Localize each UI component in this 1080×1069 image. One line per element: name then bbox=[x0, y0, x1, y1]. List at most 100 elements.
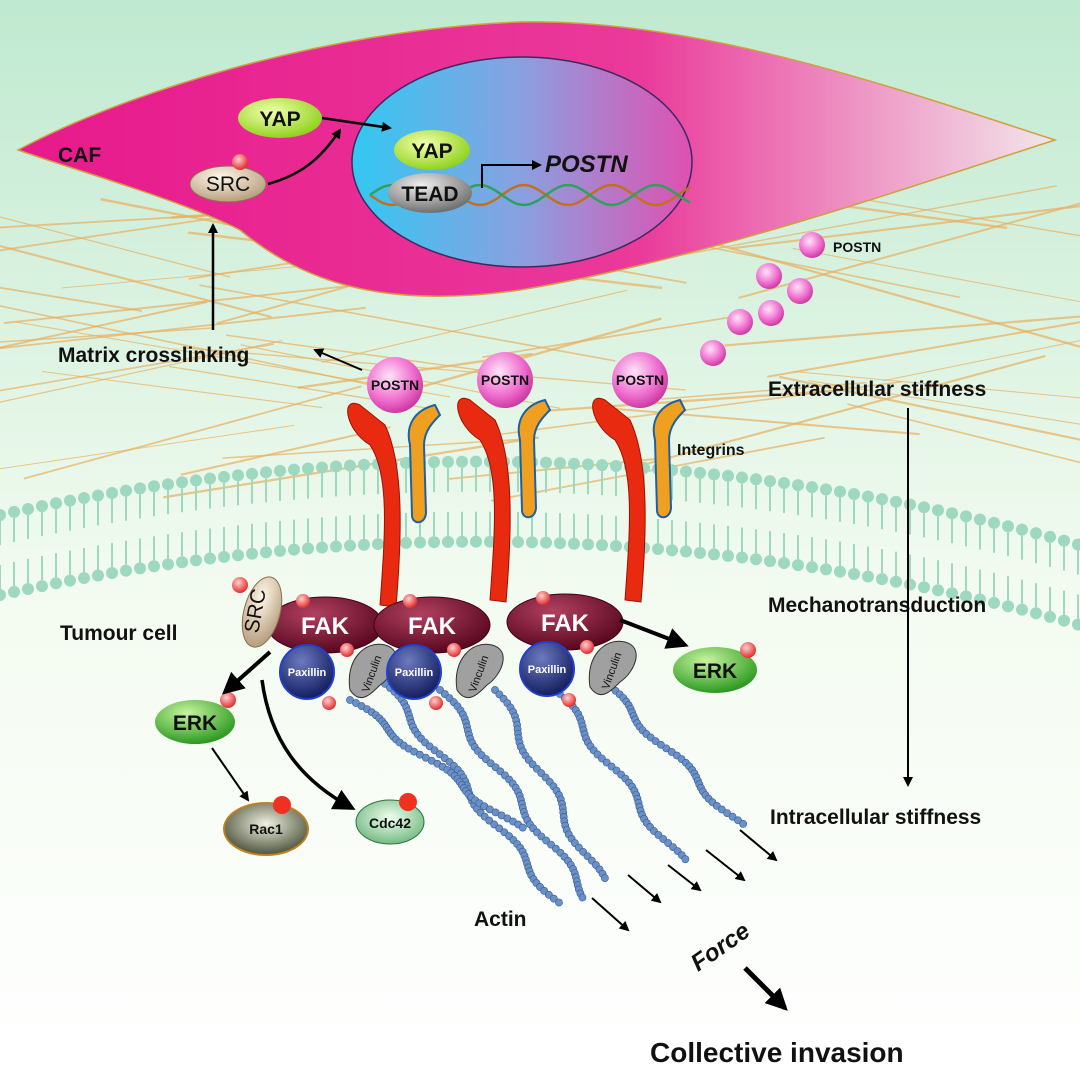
lipid-head bbox=[974, 593, 986, 606]
lipid-head bbox=[36, 500, 48, 513]
lipid-head bbox=[974, 513, 986, 526]
lipid-head bbox=[428, 456, 440, 469]
lipid-head bbox=[1044, 610, 1056, 623]
transcription-arrow bbox=[481, 160, 542, 188]
matrix-fiber bbox=[0, 244, 272, 319]
actin-label: Actin bbox=[474, 908, 527, 931]
phospho-icon bbox=[536, 591, 550, 605]
tumour-cell-label: Tumour cell bbox=[60, 622, 177, 645]
lipid-head bbox=[1002, 600, 1014, 613]
lipid-head bbox=[736, 551, 748, 564]
lipid-head bbox=[302, 462, 314, 475]
lipid-head bbox=[176, 476, 188, 489]
lipid-head bbox=[778, 557, 790, 570]
lipid-head bbox=[554, 537, 566, 550]
lipid-head bbox=[218, 470, 230, 483]
lipid-head bbox=[932, 504, 944, 517]
matrix-fiber bbox=[321, 289, 628, 363]
matrix-fiber bbox=[644, 354, 1046, 466]
lipid-head bbox=[330, 540, 342, 553]
lipid-head bbox=[806, 481, 818, 494]
lipid-head bbox=[596, 539, 608, 552]
lipid-head bbox=[722, 549, 734, 562]
lipid-head bbox=[274, 544, 286, 557]
lipid-head bbox=[988, 516, 1000, 529]
actin-bead bbox=[578, 893, 587, 902]
lipid-head bbox=[64, 494, 76, 507]
matrix-fiber bbox=[536, 388, 844, 413]
fak-label: FAK bbox=[408, 613, 457, 640]
matrix-fiber bbox=[225, 334, 488, 372]
matrix-fiber bbox=[0, 339, 283, 403]
phospho-icon bbox=[296, 594, 310, 608]
lipid-head bbox=[92, 569, 104, 582]
lipid-head bbox=[820, 483, 832, 496]
lipid-head bbox=[470, 455, 482, 468]
lipid-head bbox=[1058, 614, 1070, 627]
lipid-head bbox=[246, 547, 258, 560]
paxillin bbox=[519, 641, 575, 697]
yap-cytoplasm-label: YAP bbox=[259, 108, 300, 131]
postn-ligand-label: POSTN bbox=[481, 372, 529, 388]
lipid-head bbox=[190, 474, 202, 487]
lipid-head bbox=[596, 459, 608, 472]
matrix-fiber bbox=[180, 426, 391, 476]
matrix-fiber bbox=[661, 381, 867, 400]
src-to-yap-arrow bbox=[267, 128, 342, 186]
matrix-fiber bbox=[0, 286, 142, 312]
integrin-beta bbox=[407, 403, 442, 524]
lipid-head bbox=[120, 484, 132, 497]
lipid-head bbox=[36, 580, 48, 593]
src-caf-label: SRC bbox=[206, 173, 250, 196]
lipid-head bbox=[582, 538, 594, 551]
lipid-head bbox=[1002, 520, 1014, 533]
postn-ligand bbox=[477, 352, 533, 408]
actin-bead bbox=[651, 737, 660, 746]
lipid-head bbox=[232, 549, 244, 562]
lipid-head bbox=[666, 544, 678, 557]
lipid-head bbox=[414, 536, 426, 549]
lipid-head bbox=[134, 562, 146, 575]
postn-ligand bbox=[612, 352, 668, 408]
erk-left-label: ERK bbox=[173, 712, 217, 735]
matrix-fiber bbox=[808, 380, 1080, 425]
vinculin bbox=[588, 640, 637, 696]
lipid-head bbox=[120, 564, 132, 577]
lipid-head bbox=[988, 596, 1000, 609]
matrix-fiber bbox=[0, 327, 213, 343]
lipid-head bbox=[162, 558, 174, 571]
lipid-head bbox=[960, 590, 972, 603]
lipid-head bbox=[1030, 527, 1042, 540]
lipid-head bbox=[750, 473, 762, 486]
integrins-label: Integrins bbox=[677, 442, 745, 459]
lipid-head bbox=[708, 548, 720, 561]
lipid-head bbox=[64, 574, 76, 587]
actin-bead bbox=[600, 874, 609, 883]
fak-label: FAK bbox=[541, 610, 590, 637]
lipid-head bbox=[946, 507, 958, 520]
lipid-head bbox=[876, 493, 888, 506]
lipid-head bbox=[946, 587, 958, 600]
lipid-head bbox=[456, 455, 468, 468]
erk-left bbox=[155, 700, 235, 744]
phospho-icon bbox=[740, 642, 756, 658]
cdc42 bbox=[355, 799, 425, 845]
lipid-head bbox=[442, 535, 454, 548]
lipid-head bbox=[862, 490, 874, 503]
actin-bead bbox=[430, 746, 439, 755]
lipid-head bbox=[302, 542, 314, 555]
lipid-head bbox=[1016, 523, 1028, 536]
mechanotransduction-label: Mechanotransduction bbox=[768, 594, 986, 617]
lipid-head bbox=[442, 455, 454, 468]
matrix-crosslinking-label: Matrix crosslinking bbox=[58, 344, 249, 367]
paxillin-label: Paxillin bbox=[528, 664, 567, 676]
lipid-head bbox=[680, 545, 692, 558]
lipid-head bbox=[890, 575, 902, 588]
lipid-head bbox=[554, 457, 566, 470]
actin-bead bbox=[717, 805, 726, 814]
lipid-head bbox=[848, 568, 860, 581]
matrix-fiber bbox=[0, 343, 275, 392]
matrix-fiber bbox=[738, 202, 1080, 299]
